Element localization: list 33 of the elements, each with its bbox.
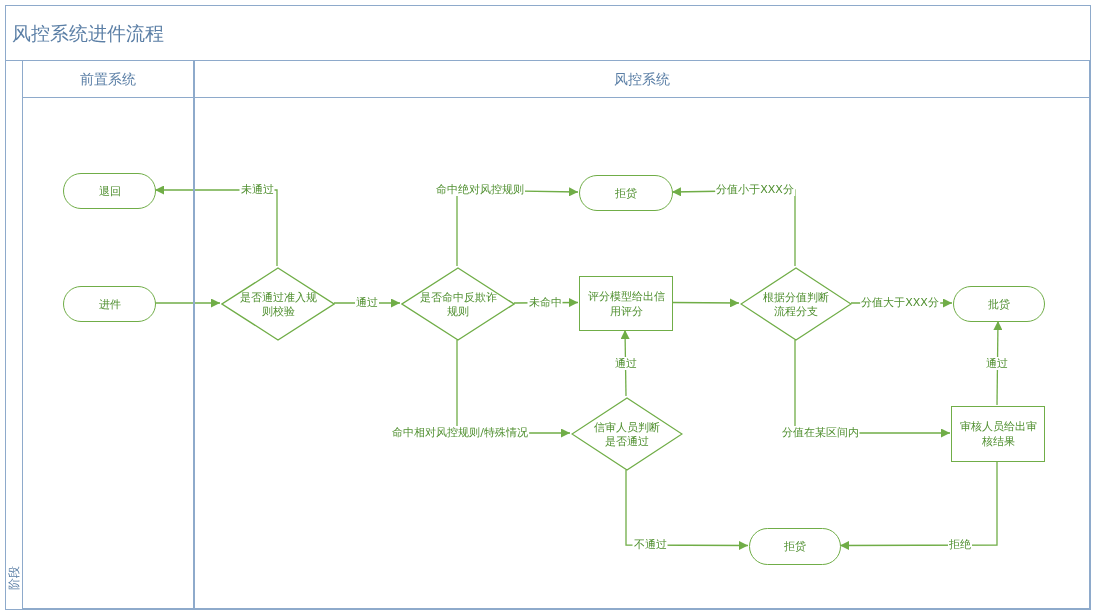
edge-label: 通过 [355, 296, 379, 309]
edge-label: 分值大于XXX分 [860, 296, 940, 309]
edge-label: 拒绝 [948, 538, 972, 551]
arrow [839, 460, 998, 550]
terminal-box: 拒贷 [749, 528, 841, 565]
edge-label: 命中相对风控规则/特殊情况 [391, 426, 529, 439]
arrow [993, 320, 1003, 406]
terminal-box: 批贷 [953, 286, 1045, 322]
decision-diamond: 是否命中反欺诈规则 [401, 267, 515, 341]
decision-diamond: 信审人员判断是否通过 [571, 397, 683, 471]
edge-label: 通过 [985, 357, 1009, 370]
arrow [671, 298, 740, 308]
edge-label: 分值小于XXX分 [715, 183, 795, 196]
terminal-box: 退回 [63, 173, 156, 209]
edge-label: 未通过 [239, 183, 275, 196]
arrow [620, 329, 630, 397]
decision-diamond: 是否通过准入规则校验 [221, 267, 335, 341]
edge-label: 不通过 [632, 538, 668, 551]
swimlane [22, 60, 194, 609]
edge-label: 未命中 [527, 296, 563, 309]
process-box: 审核人员给出审核结果 [951, 406, 1045, 462]
lane-header: 风控系统 [195, 61, 1089, 98]
phase-label: 阶段 [6, 566, 22, 592]
edge-label: 通过 [614, 357, 638, 370]
edge-label: 分值在某区间内 [780, 426, 860, 439]
arrow [154, 298, 221, 308]
decision-diamond: 根据分值判断流程分支 [740, 267, 852, 341]
title-bar: 风控系统进件流程 [5, 5, 1091, 61]
edge-label: 命中绝对风控规则 [435, 183, 525, 196]
process-box: 评分模型给出信用评分 [579, 276, 673, 331]
lane-header: 前置系统 [23, 61, 193, 98]
terminal-box: 进件 [63, 286, 156, 322]
terminal-box: 拒贷 [579, 175, 673, 211]
